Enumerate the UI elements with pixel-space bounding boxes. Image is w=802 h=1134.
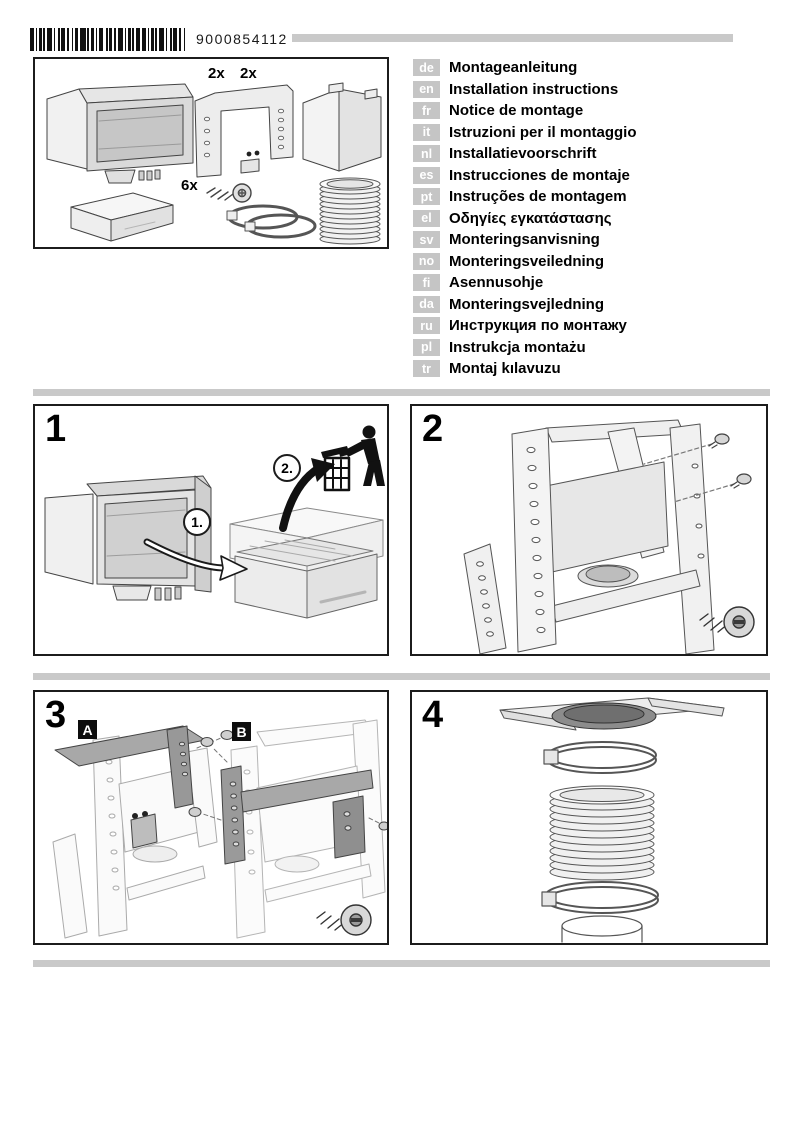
duct-stub-icon (561, 915, 643, 943)
step-1-illustration (44, 425, 385, 619)
language-title: Инструкция по монтажу (449, 317, 627, 335)
step-number: 2 (422, 408, 444, 450)
language-row: it Istruzioni per il montaggio (413, 122, 637, 144)
duct-cover-icon (302, 82, 382, 172)
language-code-badge: el (413, 209, 440, 227)
variant-b-chip: B (232, 722, 251, 741)
language-list: de Montageanleitung en Installation instru… (413, 57, 637, 380)
language-title: Instrukcja montażu (449, 338, 586, 356)
language-row: da Monteringsvejledning (413, 294, 637, 316)
language-title: Monteringsvejledning (449, 295, 605, 313)
language-title: Installatievoorschrift (449, 145, 597, 163)
language-code-badge: tr (413, 360, 440, 378)
language-code-badge: de (413, 59, 440, 77)
language-row: en Installation instructions (413, 79, 637, 101)
language-title: Montaj kılavuzu (449, 360, 561, 378)
section-divider (33, 389, 770, 396)
large-screw-icon (699, 606, 755, 638)
filter-box-icon (70, 192, 174, 242)
language-row: ru Инструкция по монтажу (413, 315, 637, 337)
language-code-badge: da (413, 295, 440, 313)
language-code-badge: en (413, 80, 440, 98)
callout-2: 2. (273, 454, 301, 482)
language-code-badge: no (413, 252, 440, 270)
bracket-quantity-label: 2x (208, 65, 225, 82)
language-code-badge: ru (413, 317, 440, 335)
variant-a-chip: A (78, 720, 97, 739)
language-row: fr Notice de montage (413, 100, 637, 122)
language-row: sv Monteringsanvisning (413, 229, 637, 251)
step-number: 1 (45, 408, 67, 450)
language-title: Montageanleitung (449, 59, 578, 77)
language-title: Monteringsanvisning (449, 231, 600, 249)
step-number: 4 (422, 694, 444, 736)
mounting-frame-icon (463, 419, 715, 654)
variant-b-bracket (188, 737, 387, 865)
header-gray-bar (292, 34, 733, 42)
small-screw-icon-2 (673, 473, 752, 503)
language-code-badge: pl (413, 338, 440, 356)
step-4-panel: 4 (410, 690, 768, 945)
language-code-badge: nl (413, 145, 440, 163)
step-2-panel: 2 (410, 404, 768, 656)
large-screw-icon (316, 904, 372, 936)
flange-plate-icon (499, 697, 725, 731)
language-row: tr Montaj kılavuzu (413, 358, 637, 380)
mounting-bracket-icon (194, 84, 294, 178)
unpack-arrow (143, 538, 248, 581)
screw-icon (206, 183, 252, 203)
step-4-illustration (499, 697, 725, 943)
hose-clamp-bottom-icon (541, 881, 659, 914)
step-3-panel: 3 A B (33, 690, 389, 945)
variant-a-bracket (54, 725, 234, 849)
step-3-illustration (52, 719, 387, 939)
language-row: pl Instrukcja montażu (413, 337, 637, 359)
language-row: de Montageanleitung (413, 57, 637, 79)
step-2-illustration (463, 419, 755, 654)
language-title: Notice de montage (449, 102, 584, 120)
language-code-badge: es (413, 166, 440, 184)
language-title: Istruzioni per il montaggio (449, 123, 637, 141)
language-title: Monteringsveiledning (449, 252, 605, 270)
bracket-quantity-label-2: 2x (240, 65, 257, 82)
language-code-badge: pt (413, 188, 440, 206)
small-screw-icon (643, 433, 730, 465)
step-1-panel: 1 1. 2. (33, 404, 389, 656)
language-row: fi Asennusohje (413, 272, 637, 294)
language-title: Οδηγίες εγκατάστασης (449, 209, 612, 227)
flexible-duct-icon (549, 785, 655, 881)
language-code-badge: it (413, 123, 440, 141)
hood-unit-icon (44, 475, 212, 601)
language-code-badge: sv (413, 231, 440, 249)
language-row: pt Instruções de montagem (413, 186, 637, 208)
screw-quantity-label: 6x (181, 177, 198, 194)
language-code-badge: fi (413, 274, 440, 292)
language-row: nl Installatievoorschrift (413, 143, 637, 165)
clamp-rings-icon (226, 204, 317, 239)
language-title: Installation instructions (449, 80, 619, 98)
language-title: Asennusohje (449, 274, 544, 292)
callout-1: 1. (183, 508, 211, 536)
parts-overview-illustration (46, 82, 382, 245)
barcode-number: 9000854112 (196, 31, 288, 47)
hood-unit-icon (46, 83, 194, 184)
dispose-icon (321, 425, 385, 492)
language-title: Instruções de montagem (449, 188, 627, 206)
flexible-duct-icon (319, 177, 381, 245)
section-divider (33, 960, 770, 967)
parts-overview-panel: 2x 2x 6x (33, 57, 389, 249)
dispose-arrow (279, 458, 335, 532)
packaging-box-icon (229, 507, 384, 619)
step-number: 3 (45, 694, 67, 736)
language-row: el Οδηγίες εγκατάστασης (413, 208, 637, 230)
barcode (30, 28, 185, 51)
language-row: no Monteringsveiledning (413, 251, 637, 273)
language-code-badge: fr (413, 102, 440, 120)
language-row: es Instrucciones de montaje (413, 165, 637, 187)
hose-clamp-top-icon (543, 741, 657, 774)
section-divider (33, 673, 770, 680)
language-title: Instrucciones de montaje (449, 166, 630, 184)
